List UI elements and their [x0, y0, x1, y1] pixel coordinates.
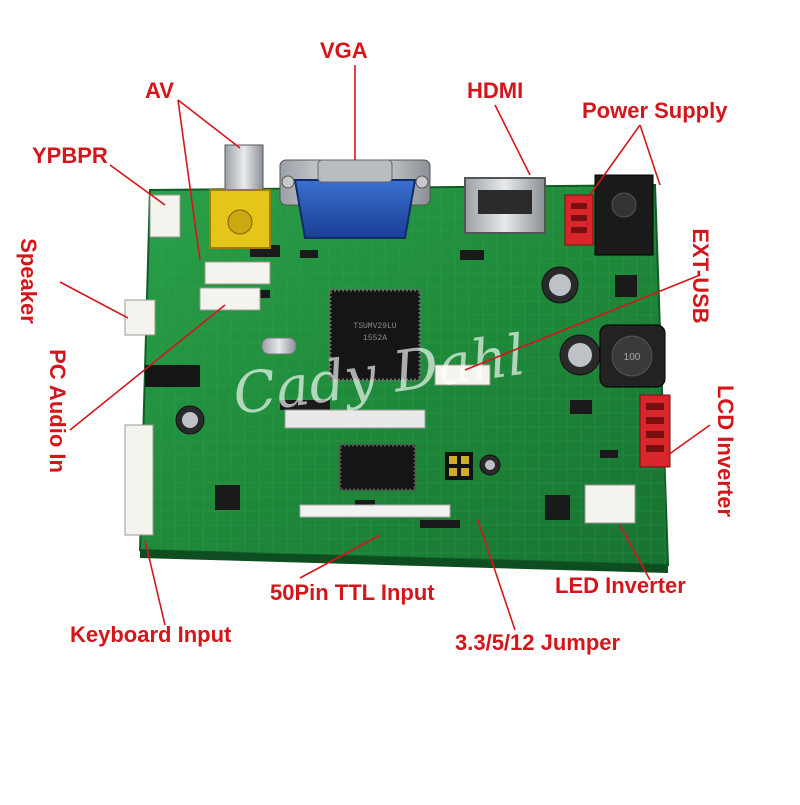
label-ttl-input: 50Pin TTL Input — [270, 580, 435, 605]
label-keyboard-input: Keyboard Input — [70, 622, 232, 647]
label-power-supply: Power Supply — [582, 98, 728, 123]
leader-lines — [59, 65, 711, 631]
white-connectors — [124, 194, 636, 536]
label-led-inverter: LED Inverter — [555, 573, 686, 598]
hdmi-connector — [464, 177, 546, 234]
vga-connector — [279, 159, 431, 239]
smd-components — [215, 245, 637, 528]
label-vga: VGA — [320, 38, 368, 63]
electrolytic-capacitors — [175, 266, 601, 476]
label-av: AV — [145, 78, 174, 103]
jumper-pins — [445, 452, 473, 480]
label-pc-audio-in: PC Audio In — [45, 349, 70, 473]
chip-marking-2: 1552A — [363, 334, 387, 343]
pin-header-strip — [284, 409, 451, 518]
label-ext-usb: EXT-USB — [688, 228, 713, 324]
av-jack — [209, 144, 271, 249]
label-hdmi: HDMI — [467, 78, 524, 103]
label-jumper: 3.3/5/12 Jumper — [455, 630, 621, 655]
secondary-chip — [338, 443, 417, 492]
lcd-inverter-header — [639, 394, 671, 468]
label-ypbpr: YPBPR — [32, 143, 108, 168]
label-lcd-inverter: LCD Inverter — [713, 384, 738, 518]
chip-marking-1: TSUMV29LU — [353, 322, 396, 331]
power-inductor: 100 — [599, 324, 666, 388]
inductor-marking: 100 — [624, 352, 641, 363]
main-controller-chip: TSUMV29LU 1552A — [328, 288, 422, 382]
power-red-header — [564, 194, 594, 246]
power-dc-jack — [594, 174, 654, 256]
crystal-oscillator — [261, 337, 297, 355]
audio-amp-chip — [145, 365, 200, 387]
label-speaker: Speaker — [16, 238, 41, 324]
